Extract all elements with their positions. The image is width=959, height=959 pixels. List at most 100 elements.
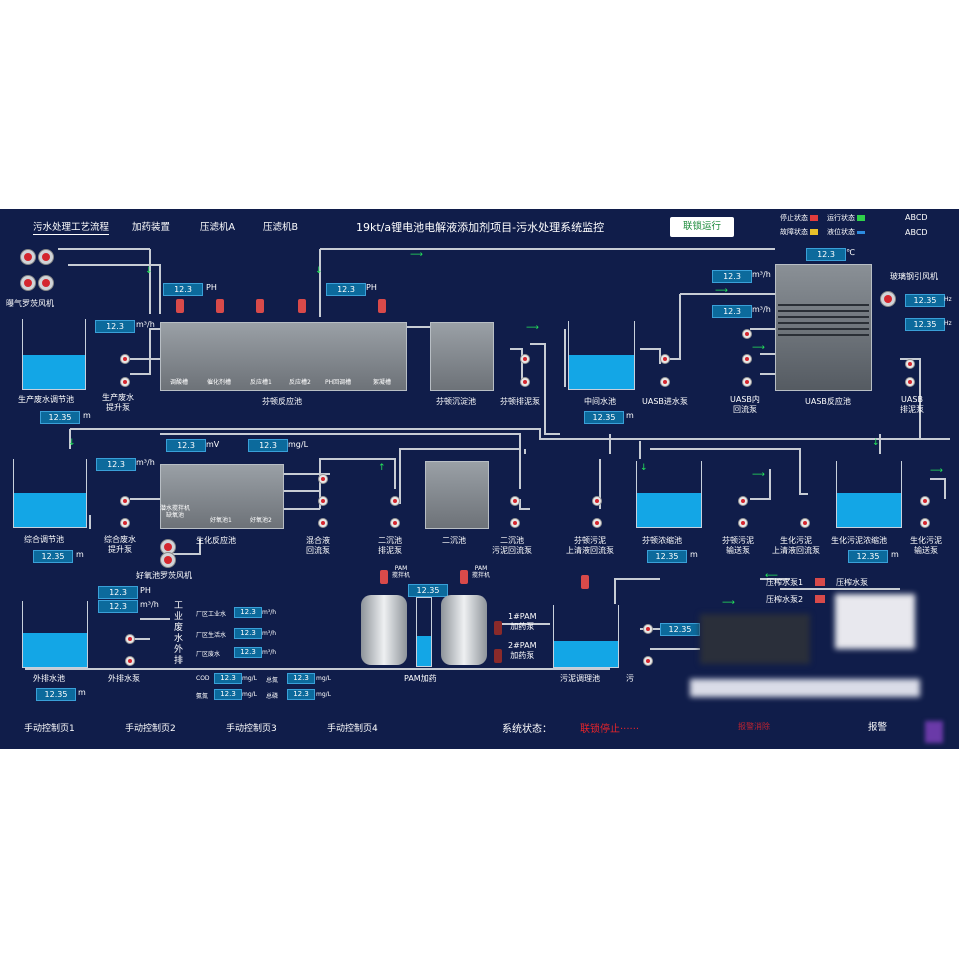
pam-value: 12.35	[408, 584, 448, 597]
fenton-sludge-transport-pump-icon[interactable]	[738, 518, 748, 528]
mix-return-pump-icon[interactable]	[318, 518, 328, 528]
bio-reactor	[160, 464, 284, 529]
mix-return-pump-icon[interactable]	[318, 496, 328, 506]
prod-pump-label: 生产废水提升泵	[102, 393, 134, 412]
uasb-return-pump-icon[interactable]	[742, 377, 752, 387]
fenton-sludge-pump-icon[interactable]	[592, 496, 602, 506]
tab-filter-press-a[interactable]: 压滤机A	[200, 222, 235, 233]
flow-unit: m³/h	[262, 649, 277, 656]
tab-dosing[interactable]: 加药装置	[132, 222, 171, 233]
alarm-button[interactable]: 报警	[868, 722, 888, 733]
legend-level: 液位状态	[827, 227, 865, 237]
row2-flow-value: 12.3	[96, 458, 136, 471]
uasb-in-pump-icon[interactable]	[660, 354, 670, 364]
tab-process-flow[interactable]: 污水处理工艺流程	[33, 219, 110, 235]
pam-pump2-icon[interactable]	[494, 649, 502, 663]
prod-tank	[22, 319, 86, 390]
flow-value-domestic: 12.3	[234, 628, 262, 639]
fan-icon[interactable]	[160, 539, 176, 555]
bio-sludge-label: 生化污泥上清液回流泵	[772, 536, 820, 555]
flow-arrow-icon: ⟶	[410, 250, 423, 260]
hz2-value: 12.35	[905, 318, 945, 331]
press-pump1-status-icon	[815, 578, 825, 586]
interlock-run-button[interactable]: 联锁运行	[670, 217, 734, 237]
mix-pump-icon[interactable]	[120, 496, 130, 506]
uasb-return-pump-icon[interactable]	[742, 354, 752, 364]
quality-label-tp: 总磷	[266, 693, 279, 700]
system-status-label: 系统状态：	[502, 724, 552, 735]
manual-page-3[interactable]: 手动控制页3	[226, 724, 277, 734]
uasb-media-icon	[778, 304, 869, 336]
flow-arrow-icon: ⟶	[930, 466, 943, 476]
sec-mud-pump-icon[interactable]	[390, 518, 400, 528]
user-label-2: ABCD	[905, 228, 928, 237]
flow-value-wastewater: 12.3	[234, 647, 262, 658]
out-pump-icon[interactable]	[125, 656, 135, 666]
fenton-mud-pump-icon[interactable]	[520, 377, 530, 387]
bio-sludge-transport-pump-icon[interactable]	[920, 496, 930, 506]
temp-unit: ℃	[846, 248, 855, 257]
legend-run: 运行状态	[827, 213, 865, 223]
bio-sludge-transport-pump-icon[interactable]	[920, 518, 930, 528]
scada-screen: 污水处理工艺流程 加药装置 压滤机A 压滤机B 19kt/a锂电池电解液添加剂项…	[0, 209, 959, 749]
sludge-pump-icon[interactable]	[643, 656, 653, 666]
flow-arrow-icon: ⟶	[715, 286, 728, 296]
pam-pump1-icon[interactable]	[494, 621, 502, 635]
watermark-text	[690, 679, 920, 697]
fan-icon[interactable]	[160, 552, 176, 568]
dosing-icon	[176, 299, 184, 313]
mix-pump-icon[interactable]	[120, 518, 130, 528]
uasb-mud-pump-icon[interactable]	[905, 359, 915, 369]
fan-icon[interactable]	[20, 275, 36, 291]
press-pump1-label: 压榨水泵1	[766, 578, 804, 587]
fenton-mud-pump-icon[interactable]	[520, 354, 530, 364]
row3-ph-unit: PH	[140, 586, 151, 595]
filter-press-image	[700, 614, 810, 664]
sec-mud-pump-icon[interactable]	[390, 496, 400, 506]
manual-page-2[interactable]: 手动控制页2	[125, 724, 176, 734]
fan-icon[interactable]	[880, 291, 896, 307]
fenton-label: 芬顿反应池	[262, 397, 302, 406]
fenton-tank-label: 反应槽2	[289, 379, 311, 386]
manual-page-1[interactable]: 手动控制页1	[24, 724, 75, 734]
fan-icon[interactable]	[38, 249, 54, 265]
alarm-clear-text[interactable]: 报警消除	[738, 722, 770, 731]
fenton-sludge-transport-pump-icon[interactable]	[738, 496, 748, 506]
hz-unit: Hz	[944, 296, 952, 303]
mix-return-pump-icon[interactable]	[318, 474, 328, 484]
uasb-in-pump-icon[interactable]	[660, 377, 670, 387]
ph1-value: 12.3	[163, 283, 203, 296]
flow-label-wastewater: 厂区废水	[196, 651, 221, 658]
sec-return-pump-icon[interactable]	[510, 518, 520, 528]
flow-value-industrial: 12.3	[234, 607, 262, 618]
mixer-motor-icon[interactable]	[460, 570, 468, 584]
out-pump-icon[interactable]	[125, 634, 135, 644]
manual-page-4[interactable]: 手动控制页4	[327, 724, 378, 734]
quality-value-tn: 12.3	[287, 673, 315, 684]
bio-sludge-return-pump-icon[interactable]	[800, 518, 810, 528]
sludge-label-partial: 污	[626, 674, 634, 683]
prod-pump-icon[interactable]	[120, 354, 130, 364]
pam-level-gauge	[416, 597, 432, 667]
bio-thick-level: 12.35	[848, 550, 888, 563]
sludge-pump-icon[interactable]	[643, 624, 653, 634]
tab-filter-press-b[interactable]: 压滤机B	[263, 222, 299, 233]
fan-icon[interactable]	[38, 275, 54, 291]
flow1-value: 12.3	[95, 320, 135, 333]
uasb-flow1-unit: m³/h	[752, 270, 771, 279]
sludge-mixer-icon[interactable]	[581, 575, 589, 589]
fan-icon[interactable]	[20, 249, 36, 265]
flow-arrow-icon: ↓	[872, 438, 880, 448]
uasb-flow1-value: 12.3	[712, 270, 752, 283]
uasb-reactor	[775, 264, 872, 391]
sec-return-pump-icon[interactable]	[510, 496, 520, 506]
fenton-mud-pump-label: 芬顿排泥泵	[500, 397, 540, 406]
fenton-sludge-pump-icon[interactable]	[592, 518, 602, 528]
uasb-mud-pump-icon[interactable]	[905, 377, 915, 387]
quality-unit: mg/L	[242, 691, 258, 698]
bio-tank-label: 生化反应池	[196, 536, 236, 545]
uasb-return-pump-icon[interactable]	[742, 329, 752, 339]
prod-pump-icon[interactable]	[120, 377, 130, 387]
pam-tank-1	[361, 595, 407, 665]
mixer-motor-icon[interactable]	[380, 570, 388, 584]
